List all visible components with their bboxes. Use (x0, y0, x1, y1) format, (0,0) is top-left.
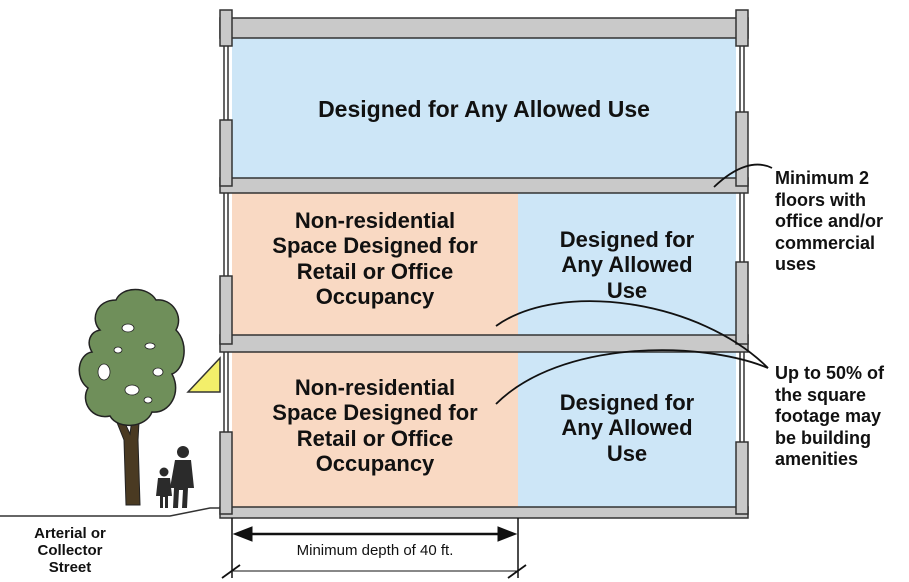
floor2-right-label: Designed for Any Allowed Use (559, 227, 695, 303)
floor1-right-space (518, 352, 736, 507)
callout-amenities-upper (495, 300, 769, 369)
street-label: Arterial or Collector Street (34, 525, 106, 576)
callout-amenities-lower (495, 349, 769, 405)
adult-figure-icon (170, 446, 194, 508)
note-min-floors: Minimum 2 floors with office and/or comm… (775, 168, 884, 275)
floor1-left-label: Non-residential Space Designed for Retai… (272, 375, 478, 476)
tree-icon (78, 288, 185, 506)
floor2-left-label: Non-residential Space Designed for Retai… (272, 208, 478, 309)
floor2-left-space (232, 193, 518, 335)
floor1-left-space (232, 352, 518, 507)
roof-slab (219, 17, 749, 39)
floor1-right-label: Designed for Any Allowed Use (559, 390, 695, 466)
depth-label: Minimum depth of 40 ft. (296, 542, 454, 559)
floor-slab-upper (219, 177, 749, 194)
left-wall (219, 9, 233, 515)
right-wall (735, 9, 749, 515)
ground-slab (219, 506, 749, 519)
note-amenities: Up to 50% of the square footage may be b… (775, 363, 885, 470)
callout-min-floors (713, 163, 773, 188)
floor2-right-space (518, 193, 736, 335)
depth-dimension (221, 518, 527, 579)
top-floor-space (232, 38, 736, 178)
child-figure-icon (156, 467, 172, 508)
awning (186, 356, 221, 393)
ground-line (0, 507, 220, 517)
top-floor-label: Designed for Any Allowed Use (318, 96, 650, 122)
